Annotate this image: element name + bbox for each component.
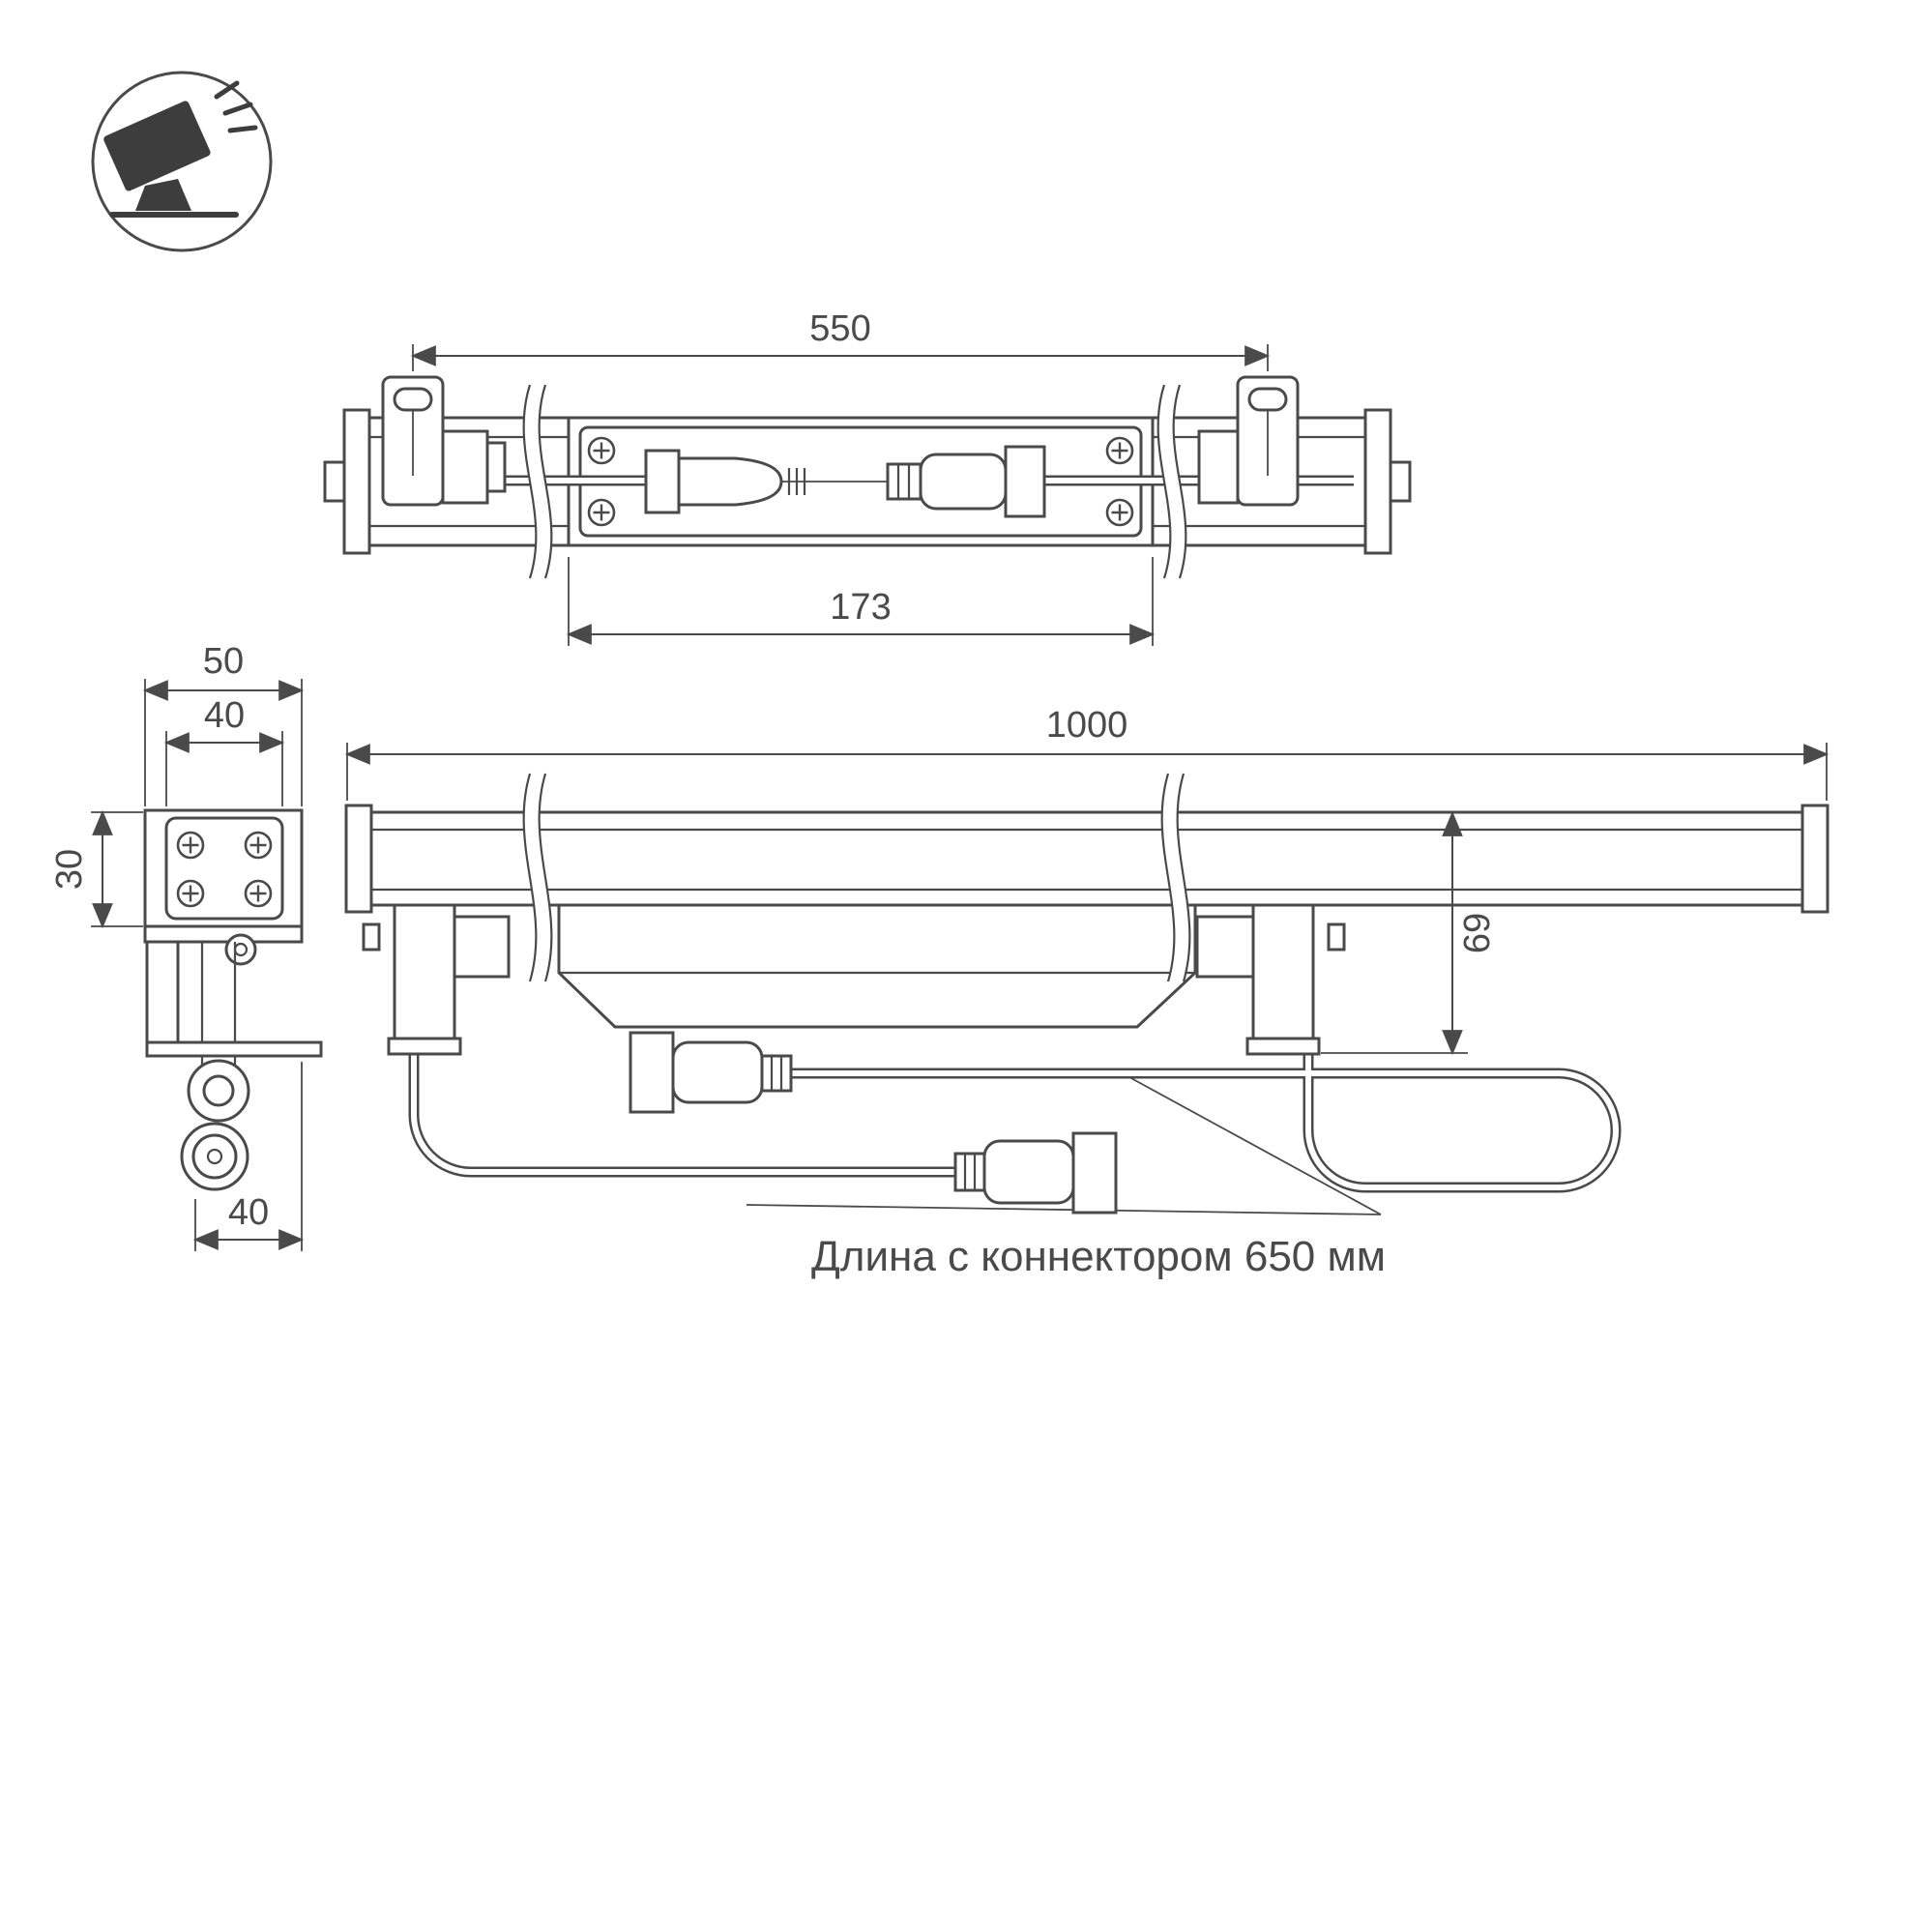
mounting-bracket-right-front [1195, 903, 1346, 1056]
side-view: 50 40 30 40 [49, 641, 323, 1251]
end-cap-left [342, 408, 371, 555]
bracket-foot [145, 1040, 323, 1058]
dim-label-40-top: 40 [204, 695, 245, 736]
floodlight-icon [91, 71, 273, 252]
dimension-30: 30 [49, 809, 143, 929]
screw [1105, 436, 1134, 465]
cable-side-view [180, 942, 250, 1191]
dim-label-40-bottom: 40 [228, 1192, 269, 1233]
dimension-50: 50 [142, 641, 305, 806]
mount-slot [393, 387, 433, 412]
top-view: 550 173 [323, 308, 1412, 646]
dimension-40-bottom: 40 [192, 1062, 305, 1251]
break-line-right-front [1160, 773, 1191, 982]
dim-label-30: 30 [49, 849, 90, 890]
dim-label-69: 69 [1457, 913, 1498, 953]
dim-label-550: 550 [809, 308, 870, 349]
leader-line [1128, 1076, 1382, 1215]
dimension-69: 69 [1321, 810, 1498, 1056]
leader-line [746, 1204, 1382, 1215]
end-screw-right [1389, 460, 1412, 503]
pivot-knob [224, 933, 257, 966]
dim-label-173: 173 [830, 587, 891, 628]
dimension-173: 173 [566, 557, 1156, 646]
end-screw-left [323, 460, 346, 503]
break-line-right-top [1156, 384, 1187, 579]
break-line-left-top [522, 384, 553, 579]
end-cap-right [1800, 804, 1830, 914]
connector-face [180, 1122, 249, 1191]
screw [1105, 498, 1134, 527]
front-view: 1000 69 Длина с коннектором 650 мм [344, 705, 1830, 1280]
bracket-arm [145, 940, 180, 1048]
cable-front-view [408, 1052, 1622, 1193]
dim-label-50: 50 [203, 641, 244, 682]
screw [176, 879, 205, 908]
connector-pair-top [644, 445, 1046, 518]
profile-body [143, 808, 304, 928]
break-line-left-front [522, 773, 553, 982]
dimension-550: 550 [410, 308, 1271, 371]
note-cable-length: Длина с коннектором 650 мм [811, 1233, 1386, 1280]
connector-plug-front [953, 1131, 1118, 1215]
dimension-40-top: 40 [163, 695, 285, 806]
mounting-bracket-left-top [381, 375, 507, 507]
end-cap-right [1363, 408, 1392, 555]
connector-socket-front [629, 1031, 793, 1114]
screw [176, 831, 205, 860]
screw [244, 879, 273, 908]
mounting-bracket-right-top [1197, 375, 1300, 507]
screw [587, 498, 616, 527]
driver-box [557, 903, 1197, 1029]
dimension-1000: 1000 [344, 705, 1830, 801]
rail-body [369, 810, 1804, 907]
mount-slot [1247, 387, 1288, 412]
screw [244, 831, 273, 860]
screw [587, 436, 616, 465]
dim-label-1000: 1000 [1046, 705, 1128, 746]
mounting-bracket-left-front [362, 903, 511, 1056]
end-cap-left [344, 804, 373, 914]
